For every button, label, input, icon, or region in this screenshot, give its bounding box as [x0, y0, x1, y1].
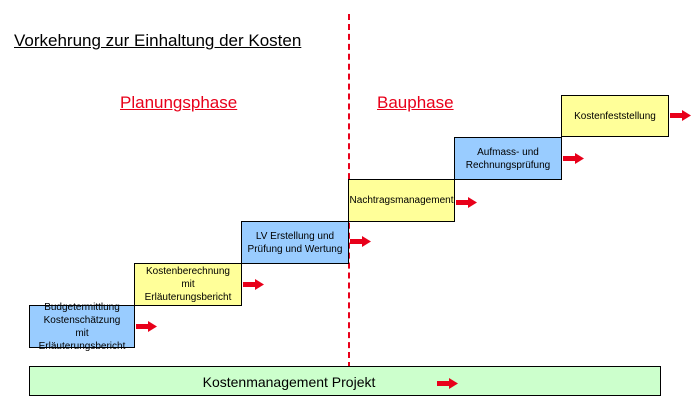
step-6-arrow-icon [670, 110, 691, 121]
step-budgetermittlung: Budgetermittlung Kostenschätzung mit Erl… [29, 302, 135, 352]
step-2-arrow-icon [243, 279, 264, 290]
diagram-title: Vorkehrung zur Einhaltung der Kosten [14, 31, 302, 50]
step-5-arrow-icon [563, 153, 584, 164]
step-4-line-1: Nachtragsmanagement [349, 195, 454, 206]
step-4-arrow-icon [456, 197, 477, 208]
step-1-line-2: Kostenschätzung [43, 314, 121, 326]
step-2-line-2: mit Erläuterungsbericht [144, 279, 232, 303]
step-2-line-1: Kostenberechnung [146, 266, 230, 277]
footer-arrow-icon [437, 376, 458, 389]
footer-kostenmanagement-projekt: Kostenmanagement Projekt [29, 366, 661, 396]
step-kostenberechnung: Kostenberechnung mit Erläuterungsbericht [134, 263, 242, 306]
phase-label-planning: Planungsphase [120, 93, 238, 112]
step-3-line-1: LV Erstellung und [255, 230, 335, 242]
step-1-arrow-icon [136, 321, 157, 332]
step-5-line-1: Aufmass- und [477, 146, 539, 158]
step-aufmass-rechnungspruefung: Aufmass- und Rechnungsprüfung [454, 137, 562, 180]
step-lv-erstellung: LV Erstellung und Prüfung und Wertung [241, 221, 349, 264]
footer-label: Kostenmanagement Projekt [202, 374, 376, 390]
step-1-line-1: Budgetermittlung [44, 301, 120, 313]
step-1-line-3: mit Erläuterungsbericht [38, 327, 126, 352]
step-6-line-1: Kostenfeststellung [574, 110, 656, 122]
step-nachtragsmanagement: Nachtragsmanagement [348, 179, 455, 222]
step-5-line-2: Rechnungsprüfung [465, 159, 551, 171]
step-3-line-2: Prüfung und Wertung [247, 243, 343, 255]
phase-label-construction: Bauphase [377, 93, 454, 112]
step-3-arrow-icon [350, 236, 371, 247]
step-kostenfeststellung: Kostenfeststellung [561, 95, 669, 137]
